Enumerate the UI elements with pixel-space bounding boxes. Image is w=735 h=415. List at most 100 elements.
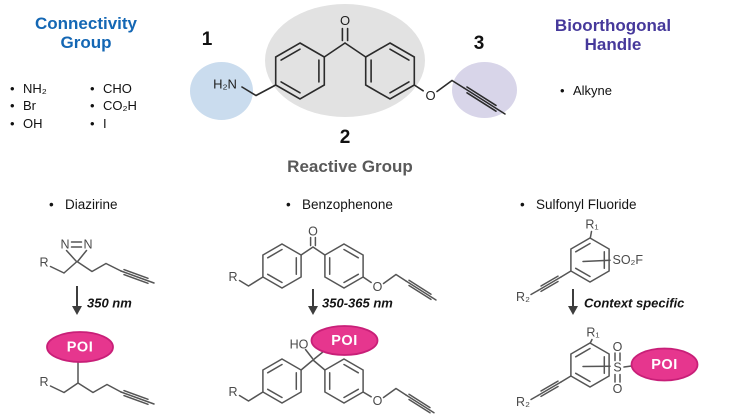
reactive-group-heading: Reactive Group: [287, 157, 413, 176]
aromatic-double-bonds: [266, 248, 298, 284]
benzene-ring: [324, 243, 364, 289]
arrow-down-icon: [72, 306, 82, 315]
aromatic-double-bonds: [574, 347, 606, 383]
heading-line: Bioorthogonal: [554, 16, 672, 35]
r2-group-label: R₂: [516, 290, 530, 304]
benzene-ring: [570, 237, 610, 283]
reactive-group-name: Diazirine: [65, 197, 118, 212]
list-item: • CO₂H: [90, 97, 137, 114]
benzophenone-product: POI HO R O: [228, 325, 435, 414]
benzylamine-bonds: [241, 84, 277, 97]
ether-bond: [413, 84, 424, 92]
condition-label: 350-365 nm: [322, 296, 393, 311]
amine-label: H₂N: [213, 77, 237, 92]
alkyne-triple-bond: [405, 393, 435, 414]
diazirine-reactant: N N R: [39, 238, 155, 285]
variable-position-bond: [582, 259, 611, 263]
alkyne-triple-bond: [537, 275, 562, 293]
diazirine-ring-bonds: [65, 249, 88, 262]
poi-label: POI: [67, 340, 93, 356]
aromatic-double-bonds: [370, 48, 410, 94]
connectivity-list-column-2: • CHO • CO₂H •I: [90, 80, 137, 132]
carbonyl-bonds: [300, 236, 326, 256]
heading-line: Group: [60, 33, 112, 52]
carbonyl-bonds: [323, 27, 367, 58]
sulfonyl-fluoride-label: SO₂F: [613, 253, 644, 267]
alkyne-triple-bond: [405, 279, 437, 301]
r-group-label: R: [39, 256, 48, 270]
ring-attachment-bonds: [300, 359, 326, 371]
r1-group-label: R₁: [586, 326, 599, 340]
nitrogen-label: N: [83, 238, 92, 252]
alkyne-triple-bond: [120, 389, 155, 406]
bullet-icon: •: [90, 115, 95, 131]
heading-line: Handle: [584, 35, 642, 54]
list-item: •Br: [10, 97, 47, 114]
poi-label: POI: [331, 333, 357, 349]
scaffold-molecule: O H₂N O: [213, 13, 506, 115]
ether-oxygen-label: O: [425, 88, 435, 103]
condition-label: Context specific: [584, 296, 685, 311]
nitrogen-label: N: [60, 238, 69, 252]
ketone-oxygen-label: O: [340, 13, 350, 28]
poi-ellipse: [310, 325, 379, 356]
diazirine-product: POI R: [39, 331, 155, 406]
list-item-label: NH₂: [23, 81, 47, 96]
alkyl-chain-bonds: [49, 260, 122, 274]
highlight-ellipse-connectivity-group: [190, 62, 253, 120]
benzene-ring: [324, 358, 364, 404]
benzene-ring: [570, 342, 610, 388]
arrow-down-icon: [568, 306, 578, 315]
r2-bond: [530, 394, 539, 401]
r2-bond: [530, 289, 539, 296]
connectivity-list-column-1: •NH₂ •Br •OH: [10, 80, 47, 132]
aromatic-double-bonds: [328, 363, 360, 399]
highlight-ellipse-reactive-group: [265, 4, 425, 117]
list-item: •NH₂: [10, 80, 47, 97]
alkyne-attachment-bond: [560, 270, 572, 278]
r-group-label: R: [39, 375, 48, 389]
propargyl-bonds: [382, 273, 407, 285]
list-item-label: Alkyne: [573, 83, 613, 98]
n-n-double-bond: [70, 241, 83, 248]
sulfonyl-double-bonds: [614, 352, 621, 383]
reactive-group-name: Benzophenone: [302, 197, 393, 212]
alkyne-triple-bond: [120, 268, 155, 285]
bullet-icon: •: [90, 98, 95, 114]
benzophenone-reactant: O R O: [228, 225, 437, 301]
r1-bond: [589, 230, 593, 239]
central-carbon-bonds: [304, 348, 325, 361]
benzophenone-reaction-arrow: 350-365 nm: [308, 289, 393, 315]
bullet-icon: •: [286, 197, 291, 212]
ether-oxygen-label: O: [373, 394, 383, 408]
aromatic-double-bonds: [280, 48, 320, 94]
list-item: •I: [90, 115, 137, 132]
sulfur-label: S: [613, 361, 621, 375]
r-group-label: R: [228, 270, 237, 284]
bullet-icon: •: [560, 83, 565, 98]
connectivity-group-heading: Connectivity Group: [13, 14, 159, 52]
ketone-oxygen-label: O: [308, 225, 318, 239]
oxygen-label: O: [613, 382, 623, 396]
heading-line: Connectivity: [34, 14, 138, 33]
diazirine-reaction-arrow: 350 nm: [72, 286, 132, 315]
ether-bond: [362, 391, 372, 398]
alkyl-chain-bonds: [49, 382, 122, 394]
diazirine-bullet-item: • Diazirine: [49, 197, 118, 212]
list-item-label: CHO: [103, 81, 132, 96]
highlight-ellipse-bioorthogonal-handle: [452, 62, 517, 118]
benzylic-bonds: [238, 276, 264, 287]
list-item-label: CO₂H: [103, 98, 137, 114]
list-item-label: I: [103, 115, 107, 131]
ether-oxygen-label: O: [373, 280, 383, 294]
reactive-group-name: Sulfonyl Fluoride: [536, 197, 637, 212]
benzophenone-bullet-item: • Benzophenone: [286, 197, 393, 212]
arrow-down-icon: [308, 306, 318, 315]
poi-ellipse: [46, 331, 114, 363]
sulfonyl-fluoride-bullet-item: • Sulfonyl Fluoride: [520, 197, 637, 212]
poi-ellipse: [630, 347, 699, 382]
sulfonyl-reaction-arrow: Context specific: [568, 289, 685, 315]
hydroxyl-label: HO: [290, 338, 309, 352]
